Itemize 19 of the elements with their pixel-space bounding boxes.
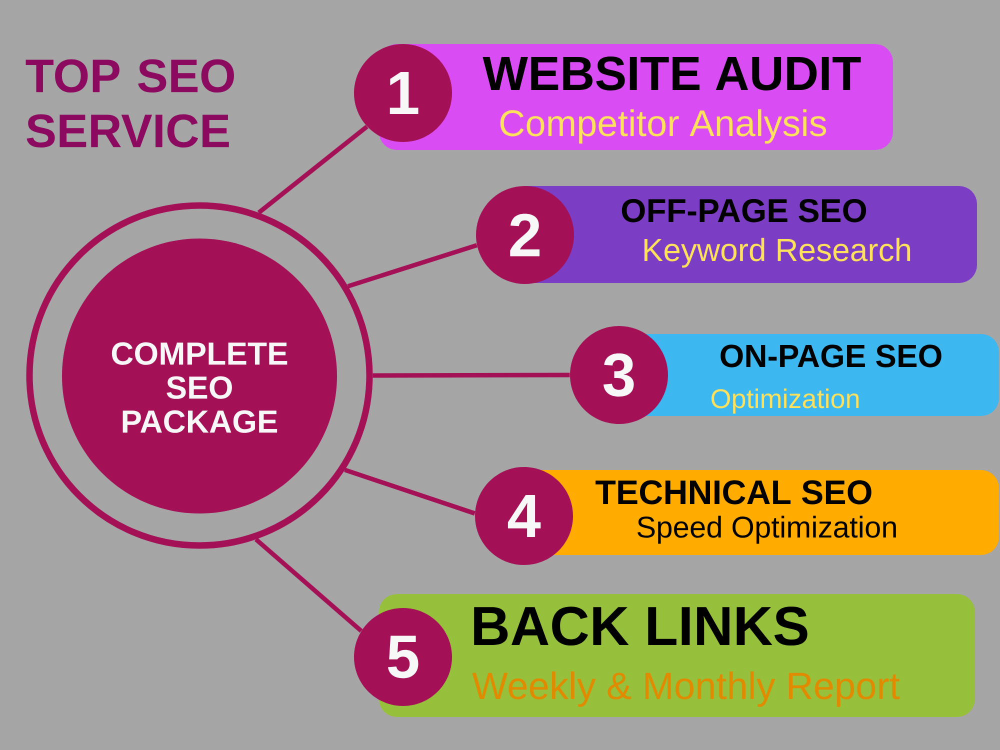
connector-line	[257, 124, 368, 214]
service-heading: TECHNICAL SEO	[596, 480, 872, 504]
service-bar	[379, 594, 975, 717]
service-heading: OFF-PAGE SEO	[622, 198, 866, 222]
service-subheading: Keyword Research	[644, 238, 910, 268]
title: TOP SEO SERVICE	[26, 59, 234, 148]
service-bar	[644, 334, 999, 416]
service-subheading: Weekly & Monthly Report	[472, 671, 900, 707]
service-subheading: Speed Optimization	[637, 516, 896, 544]
service-heading: WEBSITE AUDIT	[482, 56, 861, 90]
service-heading: ON-PAGE SEO	[720, 344, 942, 368]
outer-ring	[26, 202, 373, 549]
connector-line	[347, 243, 478, 288]
service-subheading: Competitor Analysis	[500, 109, 826, 144]
service-heading: BACK LINKS	[474, 606, 808, 646]
service-subheading: Optimization	[712, 388, 859, 414]
connector-line	[372, 372, 570, 378]
connector-line	[254, 538, 363, 633]
connector-line	[344, 468, 476, 516]
